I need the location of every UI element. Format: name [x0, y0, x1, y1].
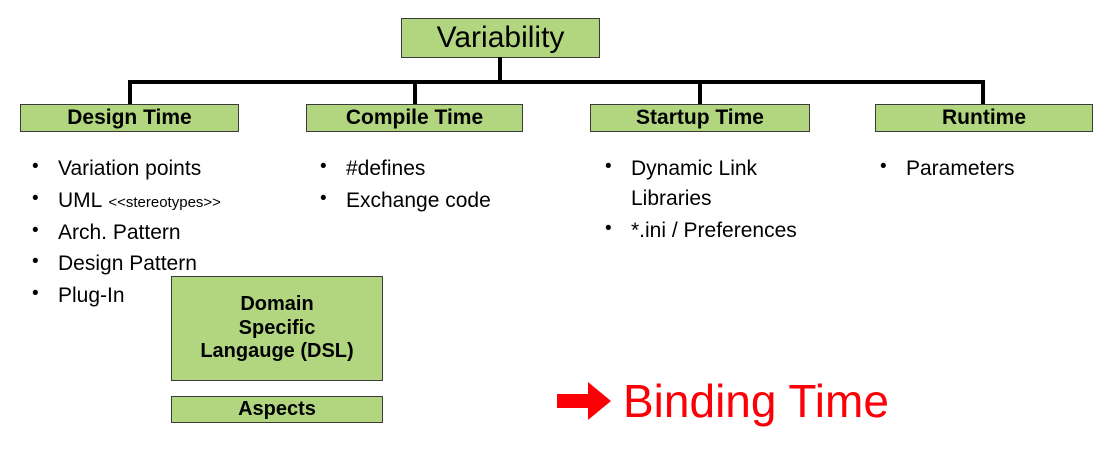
list-item: • #defines — [320, 154, 570, 184]
node-compile-time-label: Compile Time — [345, 105, 484, 129]
node-runtime[interactable]: Runtime — [875, 104, 1093, 132]
list-item: • *.ini / Preferences — [605, 216, 850, 246]
connector-root-stem — [498, 57, 502, 83]
list-item-label: #defines — [346, 157, 426, 180]
list-item-label: Plug-In — [58, 284, 125, 308]
list-item: • Plug-In — [32, 281, 297, 311]
node-runtime-label: Runtime — [942, 105, 1026, 129]
node-variability[interactable]: Variability — [401, 18, 600, 58]
right-arrow-icon — [557, 382, 611, 420]
bullet-glyph: • — [320, 187, 327, 209]
node-dsl-line-1: Domain — [240, 293, 314, 316]
bullet-list-runtime: • Parameters — [880, 154, 1100, 186]
list-item-label: Parameters — [906, 157, 1015, 180]
bullet-glyph: • — [32, 187, 39, 209]
bullet-glyph: • — [32, 251, 39, 273]
list-item: • Arch. Pattern — [32, 218, 297, 248]
connector-horizontal-bus — [128, 80, 985, 84]
node-domain-specific-language[interactable]: Domain Specific Langauge (DSL) — [171, 276, 383, 381]
bullet-glyph: • — [32, 283, 39, 305]
node-aspects-label: Aspects — [238, 397, 316, 420]
list-item-label: Variation points — [58, 157, 202, 180]
bullet-glyph: • — [32, 156, 39, 177]
binding-time-callout: Binding Time — [555, 378, 889, 424]
node-design-time-label: Design Time — [67, 105, 192, 129]
node-startup-time-label: Startup Time — [636, 105, 764, 129]
list-item-text: UML — [58, 188, 103, 212]
bullet-glyph: • — [605, 156, 612, 177]
connector-drop-runtime — [981, 80, 985, 106]
list-item: • UML <<stereotypes>> — [32, 186, 297, 216]
bullet-list-design-time: • Variation points • UML<<stereotypes>> … — [32, 154, 297, 313]
list-item-label: UML <<stereotypes>> — [58, 186, 297, 216]
list-item-stereotype: <<stereotypes>> — [108, 193, 221, 211]
node-startup-time[interactable]: Startup Time — [590, 104, 810, 132]
node-design-time[interactable]: Design Time — [20, 104, 239, 132]
list-item-label: *.ini / Preferences — [631, 218, 797, 242]
list-item: • Design Pattern — [32, 249, 297, 279]
node-dsl-line-2: Specific — [238, 316, 316, 339]
connector-drop-startup-time — [698, 80, 702, 106]
node-variability-label: Variability — [436, 21, 565, 55]
list-item-label: Arch. Pattern — [58, 220, 181, 244]
bullet-glyph: • — [32, 219, 39, 241]
node-dsl-line-3: Langauge (DSL) — [200, 340, 354, 363]
bullet-list-compile-time: • #defines • Exchange code — [320, 154, 570, 218]
bullet-glyph: • — [605, 217, 612, 239]
connector-drop-compile-time — [413, 80, 417, 106]
list-item-label: Exchange code — [346, 188, 491, 212]
connector-drop-design-time — [128, 80, 132, 106]
bullet-glyph: • — [320, 156, 327, 177]
list-item-label: Design Pattern — [58, 252, 197, 276]
bullet-glyph: • — [880, 156, 887, 177]
list-item: • Variation points — [32, 154, 297, 184]
list-item: • Exchange code — [320, 186, 570, 216]
binding-time-label: Binding Time — [623, 375, 889, 427]
list-item-label: Dynamic Link Libraries — [631, 157, 758, 210]
list-item: • Dynamic Link Libraries — [605, 154, 850, 214]
node-compile-time[interactable]: Compile Time — [306, 104, 523, 132]
node-aspects[interactable]: Aspects — [171, 396, 383, 423]
bullet-list-startup-time: • Dynamic Link Libraries • *.ini / Prefe… — [605, 154, 850, 247]
list-item: • Parameters — [880, 154, 1100, 184]
